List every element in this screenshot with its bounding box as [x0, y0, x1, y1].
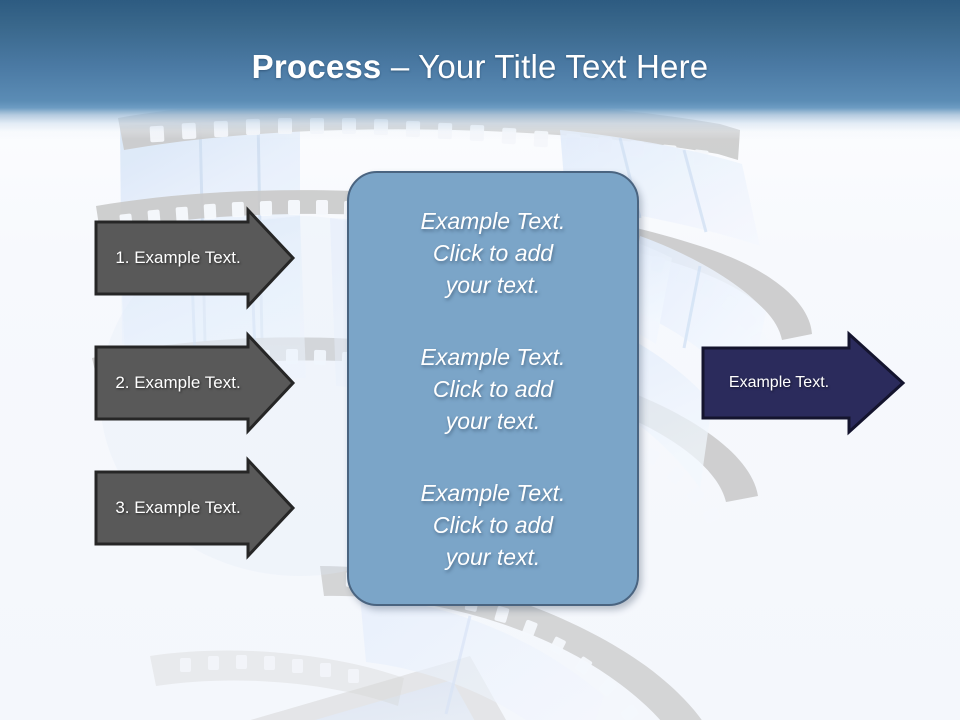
- center-text-block-3-line-1: Example Text.: [420, 479, 566, 506]
- center-text-block-1-line-1: Example Text.: [420, 207, 566, 234]
- process-center-box[interactable]: Example Text. Click to add your text. Ex…: [347, 171, 639, 606]
- center-text-block-2: Example Text. Click to add your text.: [367, 341, 619, 437]
- center-text-block-3-line-2: Click to add: [432, 511, 554, 538]
- page-title: Process – Your Title Text Here: [0, 47, 960, 87]
- process-result-arrow[interactable]: Example Text.: [697, 330, 909, 436]
- center-text-block-2-line-3: your text.: [445, 407, 541, 434]
- process-step-arrow-3[interactable]: 3. Example Text.: [88, 456, 298, 560]
- center-text-block-3: Example Text. Click to add your text.: [367, 477, 619, 573]
- page-title-rest: – Your Title Text Here: [381, 48, 709, 85]
- page-title-strong: Process: [251, 48, 382, 85]
- center-text-block-2-line-2: Click to add: [432, 375, 554, 402]
- center-text-block-1: Example Text. Click to add your text.: [367, 205, 619, 301]
- center-text-block-3-line-3: your text.: [445, 543, 541, 570]
- center-text-block-1-line-2: Click to add: [432, 239, 554, 266]
- process-step-arrow-1[interactable]: 1. Example Text.: [88, 206, 298, 310]
- title-band: [0, 0, 960, 140]
- process-step-arrow-2[interactable]: 2. Example Text.: [88, 331, 298, 435]
- center-text-block-2-line-1: Example Text.: [420, 343, 566, 370]
- center-text-block-1-line-3: your text.: [445, 271, 541, 298]
